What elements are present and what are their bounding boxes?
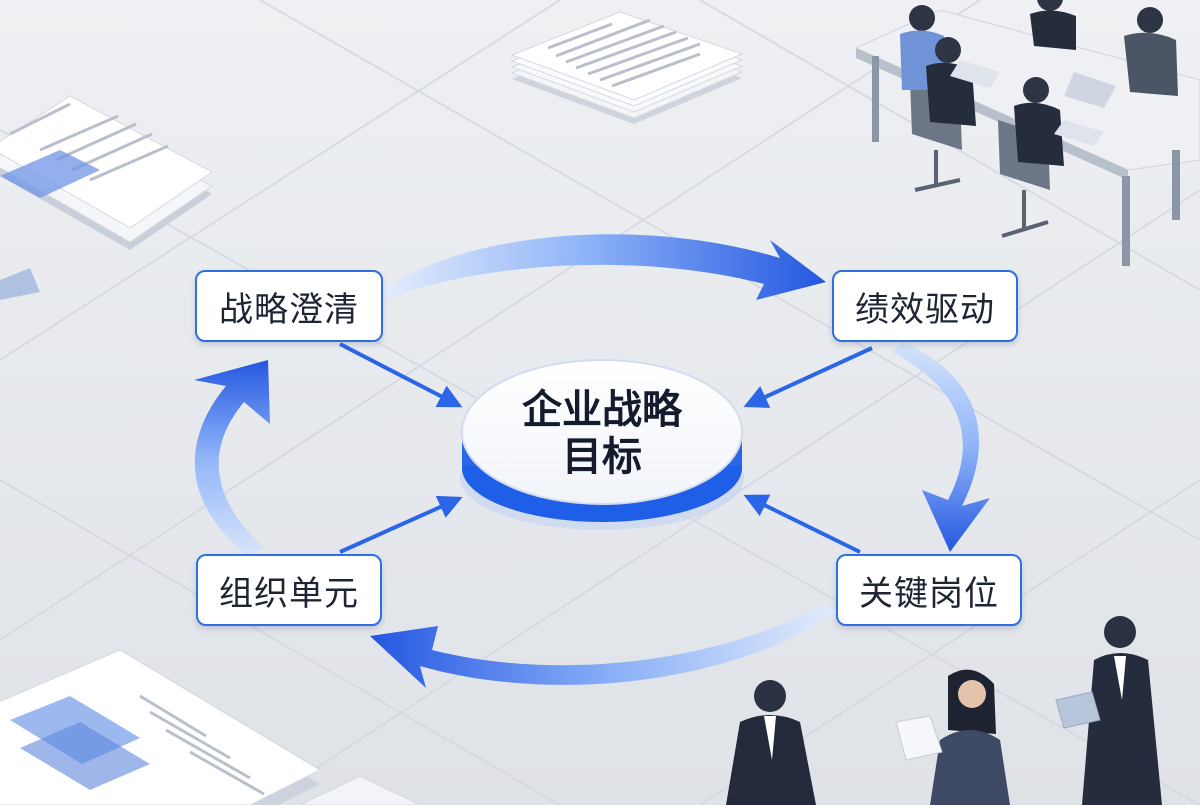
arrow-right	[892, 342, 990, 552]
center-goal-line2: 目标	[562, 434, 642, 480]
stage-label-org-units: 组织单元	[219, 573, 359, 614]
center-goal-label: 企业战略 目标	[462, 378, 742, 490]
stage-box-strategy-clarify: 战略澄清	[195, 270, 383, 342]
man-right	[1055, 616, 1162, 805]
stage-box-key-positions: 关键岗位	[836, 554, 1022, 626]
document-stack-bottom-left	[0, 649, 421, 805]
meeting-scene	[854, 0, 1200, 266]
center-goal-line1: 企业战略	[522, 386, 682, 433]
stage-label-strategy-clarify: 战略澄清	[219, 289, 359, 330]
stage-box-performance-drive: 绩效驱动	[832, 270, 1018, 342]
woman-middle	[895, 669, 1010, 805]
stage-label-key-positions: 关键岗位	[859, 573, 999, 614]
pointer-from-top-right	[743, 346, 873, 408]
pointer-from-bottom-left	[339, 495, 463, 554]
people-standing	[726, 616, 1162, 805]
stage-box-org-units: 组织单元	[196, 554, 382, 626]
center-disc	[460, 359, 744, 530]
arrow-bottom	[370, 604, 836, 688]
document-stack-top	[510, 11, 744, 124]
document-stack-left	[0, 95, 213, 300]
pointer-from-bottom-right	[743, 494, 861, 554]
arrow-left	[194, 360, 270, 554]
stage-label-performance-drive: 绩效驱动	[855, 289, 995, 330]
man-left	[726, 680, 816, 805]
arrow-top	[384, 234, 826, 300]
pointer-from-top-left	[339, 342, 463, 408]
